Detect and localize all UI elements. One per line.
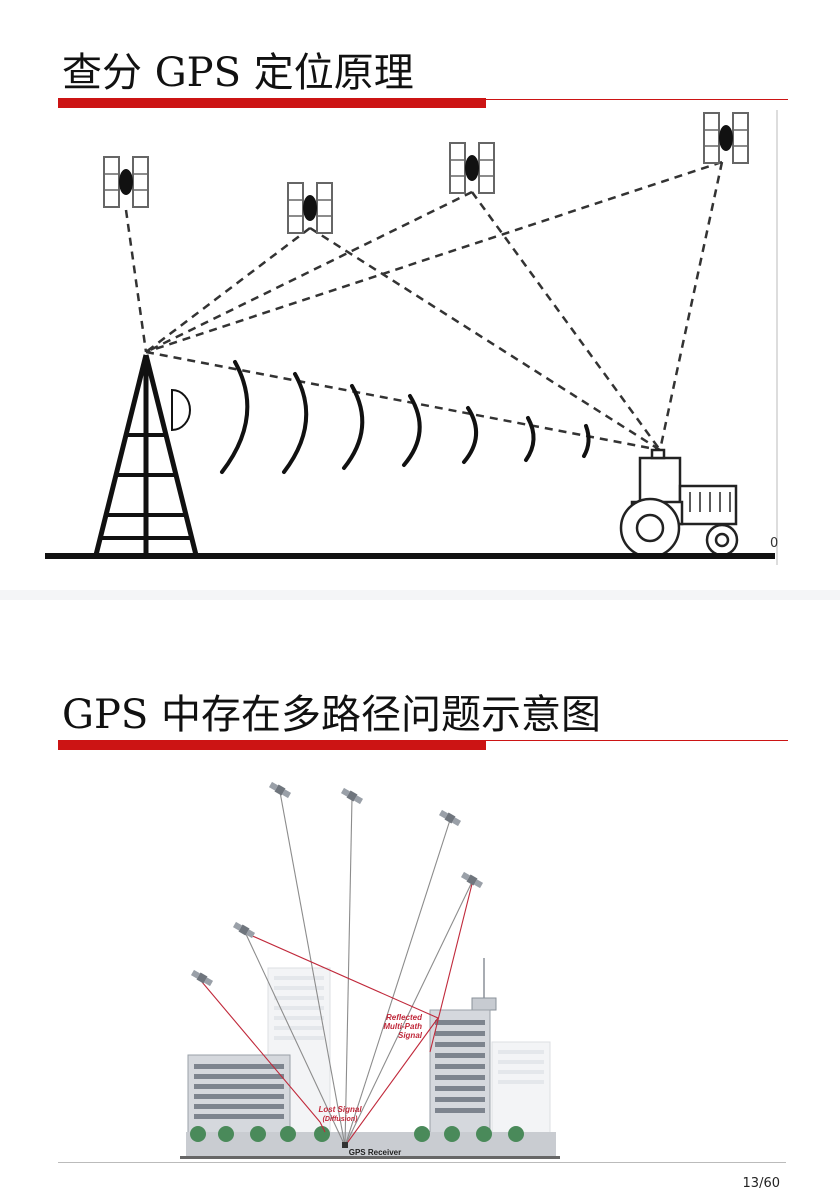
- satellite-icon: [287, 182, 333, 234]
- base-station-tower-icon: [93, 354, 199, 556]
- title-rule-thick: [58, 740, 486, 750]
- street-level: [180, 1126, 560, 1159]
- slide-gap: [0, 590, 840, 600]
- tractor-icon: [619, 448, 739, 559]
- satellite-icon: [460, 871, 484, 889]
- satellite-icon: [703, 112, 749, 164]
- title-rule-thick: [58, 98, 486, 108]
- signal-lines: [124, 160, 724, 452]
- gps-receiver-label: GPS Receiver: [349, 1148, 401, 1157]
- slide-title: 查分 GPS 定位原理: [62, 50, 414, 96]
- direct-signals: [244, 791, 473, 1147]
- radio-waves: [220, 360, 591, 474]
- slide-dgps-principle: 查分 GPS 定位原理 0: [0, 0, 840, 590]
- ground-line: [45, 553, 775, 559]
- diffusion-label: (Diffusion): [323, 1116, 359, 1123]
- page-number: 13/60: [742, 1176, 780, 1191]
- background-buildings: [267, 967, 551, 1159]
- gps-receiver-icon: [342, 1142, 348, 1148]
- reflected-label-line-3: Signal: [398, 1031, 423, 1040]
- reflected-signals: [201, 883, 473, 1147]
- reflected-label-line-1: Reflected: [386, 1013, 423, 1022]
- satellite-icon: [449, 142, 495, 194]
- title-rule-thin: [486, 99, 788, 100]
- edge-glyph: 0: [770, 536, 778, 551]
- lost-signal-label: Lost Signal: [318, 1105, 362, 1114]
- footer-divider: [58, 1162, 786, 1163]
- satellite-icon: [232, 921, 256, 939]
- title-rule-thin: [486, 740, 788, 741]
- multipath-diagram: Reflected Multi-Path Signal Lost Signal …: [180, 781, 560, 1159]
- satellite-icon: [340, 787, 364, 805]
- satellite-icon: [190, 969, 214, 987]
- dgps-diagram: 0: [45, 110, 778, 565]
- slide-title: GPS 中存在多路径问题示意图: [62, 692, 601, 738]
- slide-multipath: GPS 中存在多路径问题示意图: [0, 600, 840, 1200]
- reflected-label-line-2: Multi-Path: [383, 1022, 422, 1031]
- satellite-icon: [438, 809, 462, 827]
- satellite-icon: [268, 781, 292, 799]
- satellite-icon: [103, 156, 149, 208]
